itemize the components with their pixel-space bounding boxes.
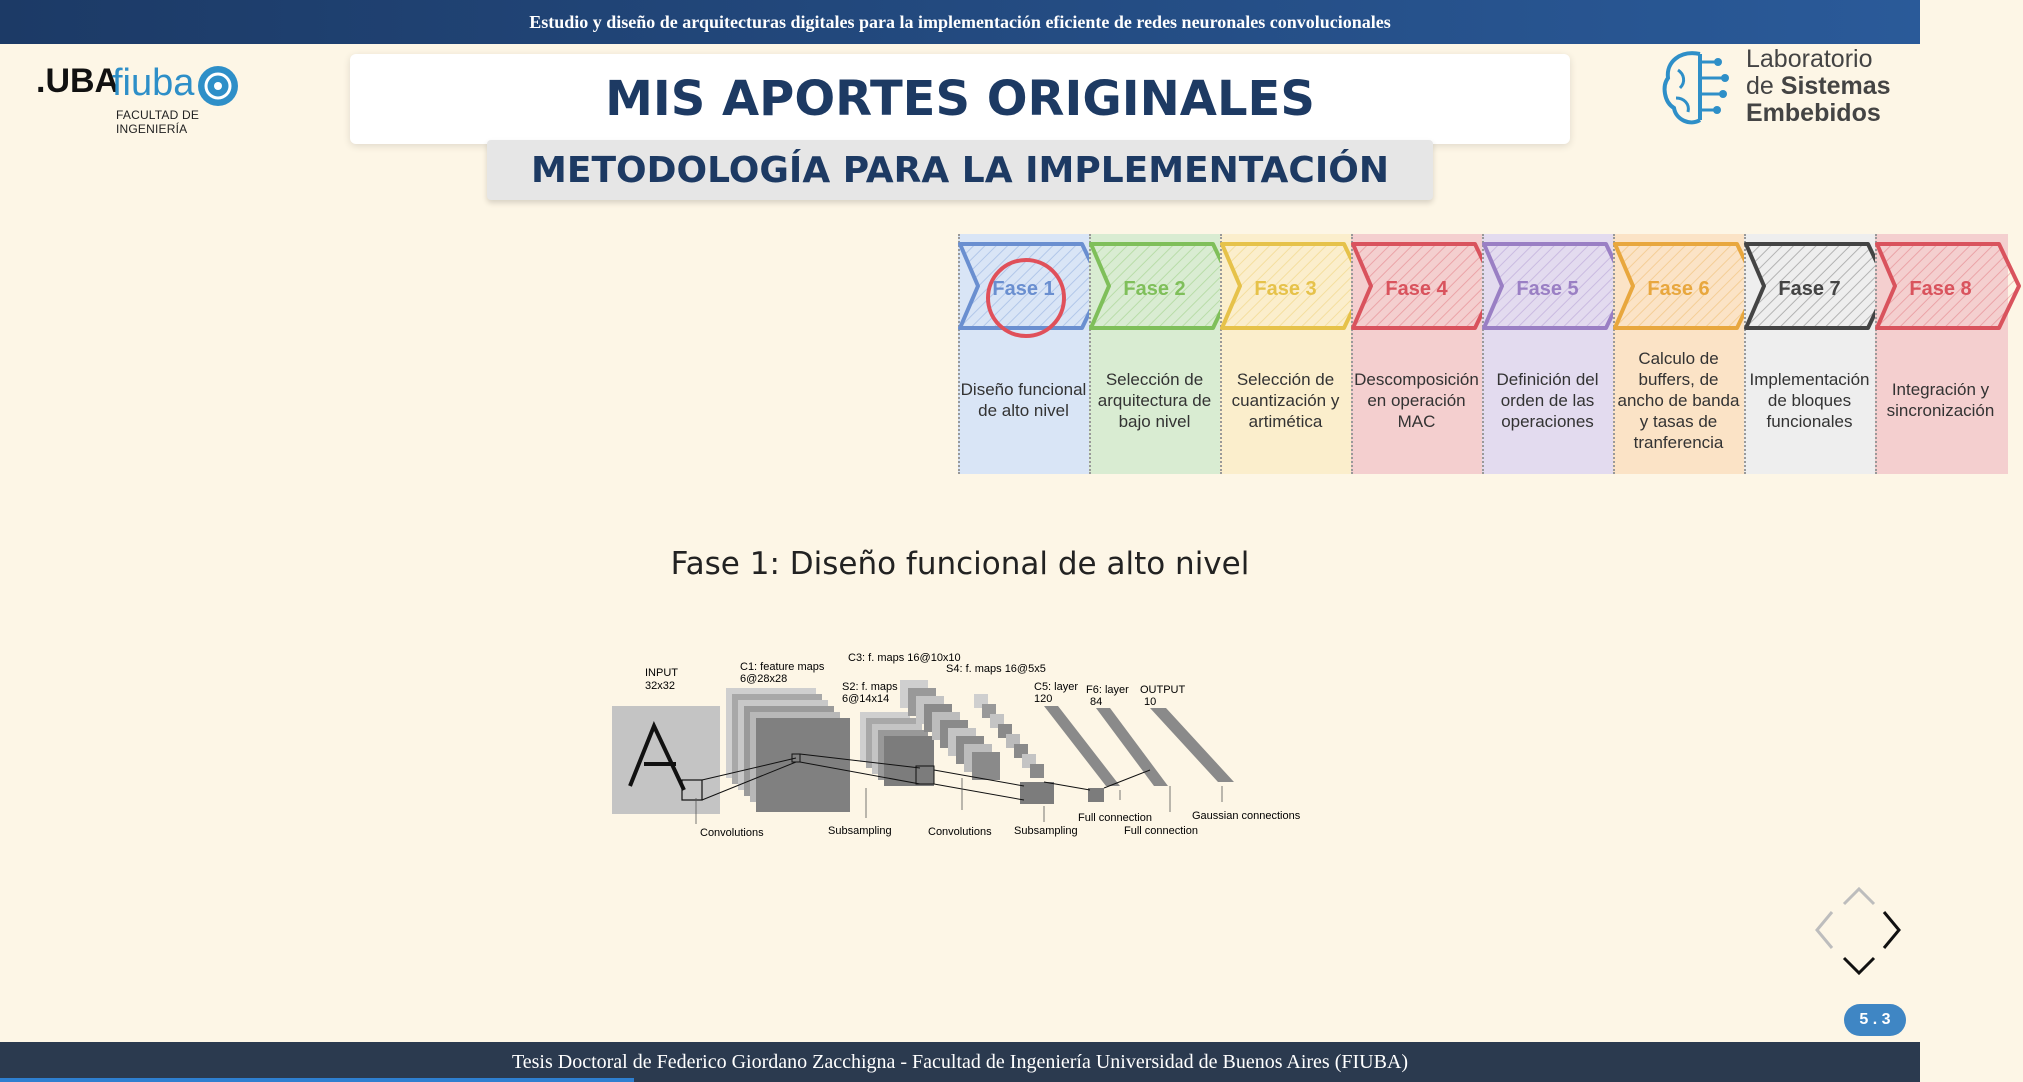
- c5-size-label: 120: [1034, 693, 1052, 705]
- slide-subtitle: METODOLOGÍA PARA LA IMPLEMENTACIÓN: [531, 149, 1389, 191]
- header-bar: Estudio y diseño de arquitecturas digita…: [0, 0, 1920, 44]
- s4-label: S4: f. maps 16@5x5: [946, 663, 1046, 675]
- phase-chevron-icon: [1482, 242, 1628, 330]
- phase-description: Implementación de bloques funcionales: [1749, 369, 1870, 431]
- phase-7: Fase 7 Implementación de bloques funciona…: [1744, 224, 1890, 474]
- lab-name: Laboratorio de Sistemas Embebidos: [1746, 46, 1891, 127]
- output-label: OUTPUT: [1140, 684, 1186, 696]
- lenet-diagram: INPUT 32x32 C1: feature maps 6@28x28 S2:…: [612, 652, 1301, 839]
- progress-bar: [0, 1078, 634, 1082]
- phase-label: Fase 4: [1385, 278, 1448, 300]
- phase-label: Fase 1: [992, 278, 1055, 300]
- letter-a-glyph: [628, 720, 686, 791]
- phase-description: Definición del orden de las operaciones: [1496, 369, 1599, 431]
- brain-circuit-icon: [1662, 51, 1729, 125]
- fiuba-logo: .UBA fiuba FACULTAD DE INGENIERÍA: [36, 62, 246, 136]
- fiuba-subtitle: FACULTAD DE INGENIERÍA: [116, 108, 200, 136]
- phase-2: Fase 2 Selección de arquitectura de bajo …: [1089, 224, 1235, 474]
- nav-up-button[interactable]: [1842, 886, 1876, 906]
- f6-size-label: 84: [1090, 696, 1102, 708]
- phase-3: Fase 3 Selección de cuantización y artimé…: [1220, 224, 1366, 474]
- phase-description: Integración y sincronización: [1886, 380, 1995, 420]
- s4-map: [1030, 764, 1044, 778]
- output-layer: [1150, 708, 1234, 782]
- phase-chevron-icon: [1089, 242, 1235, 330]
- footer-text: Tesis Doctoral de Federico Giordano Zacc…: [511, 1050, 1409, 1073]
- phase-5: Fase 5 Definición del orden de las operac…: [1482, 224, 1628, 474]
- highlight-circle: [986, 258, 1066, 338]
- phase-6: Fase 6 Calculo de buffers, de ancho de ba…: [1613, 224, 1759, 474]
- phase-chevron-icon: [1351, 242, 1497, 330]
- slide-navigation: [1812, 880, 1904, 980]
- phase-label: Fase 8: [1909, 278, 1972, 300]
- lab-line2-bold: Sistemas: [1780, 72, 1891, 100]
- phase-label: Fase 3: [1254, 278, 1317, 300]
- full-connection-label-1: Full connection: [1078, 812, 1152, 824]
- s2-patch: [915, 765, 935, 785]
- fiuba-emblem-icon: [198, 66, 238, 106]
- phase-label: Fase 5: [1516, 278, 1579, 300]
- c5-label: C5: layer: [1034, 681, 1078, 693]
- c1-map: [756, 718, 850, 812]
- phase-label: Fase 6: [1647, 278, 1710, 300]
- output-size-label: 10: [1144, 696, 1156, 708]
- phase-1: Fase 1 Diseño funcional de alto nivel: [958, 224, 1104, 474]
- slide-title-box: MIS APORTES ORIGINALES: [350, 54, 1570, 144]
- phase-description: Diseño funcional de alto nivel: [960, 380, 1087, 420]
- phase-caption: Fase 1: Diseño funcional de alto nivel: [670, 546, 1250, 582]
- lab-line2-prefix: de: [1746, 72, 1781, 100]
- lab-line2: de Sistemas: [1746, 73, 1891, 100]
- c3-label: C3: f. maps 16@10x10: [848, 652, 961, 664]
- s2-map: [884, 736, 934, 786]
- phase-chevron-icon: [1613, 242, 1759, 330]
- c1-size-label: 6@28x28: [740, 673, 787, 685]
- phase-description: Calculo de buffers, de ancho de banda y …: [1617, 348, 1740, 452]
- input-size-label: 32x32: [645, 680, 675, 692]
- phase-label: Fase 7: [1778, 278, 1841, 300]
- c3-map: [972, 752, 1000, 780]
- phase-8: Fase 8 Integración y sincronización: [1875, 224, 2021, 474]
- subsampling-label-2: Subsampling: [1014, 825, 1078, 837]
- nav-left-button[interactable]: [1814, 910, 1834, 950]
- s2-size-label: 6@14x14: [842, 693, 889, 705]
- lab-line3: Embebidos: [1746, 99, 1881, 127]
- lab-logo: Laboratorio de Sistemas Embebidos: [1660, 46, 1900, 136]
- full-connection-label-2: Full connection: [1124, 825, 1198, 837]
- f6-layer: [1096, 708, 1168, 786]
- label-ticks: [695, 778, 1223, 824]
- f6-label: F6: layer: [1086, 684, 1129, 696]
- input-patch: [681, 779, 703, 801]
- c5-unit: [1088, 788, 1104, 802]
- footer-bar: Tesis Doctoral de Federico Giordano Zacc…: [0, 1042, 1920, 1082]
- slide-subtitle-box: METODOLOGÍA PARA LA IMPLEMENTACIÓN: [487, 140, 1433, 200]
- thesis-title: Estudio y diseño de arquitecturas digita…: [529, 11, 1391, 32]
- convolutions-label-2: Convolutions: [928, 826, 992, 838]
- c5-layer: [1044, 706, 1120, 786]
- connection-lines: [701, 753, 1151, 801]
- gaussian-connections-label: Gaussian connections: [1192, 810, 1301, 822]
- s2-label: S2: f. maps: [842, 681, 898, 693]
- c1-label: C1: feature maps: [740, 661, 825, 673]
- nav-down-button[interactable]: [1842, 956, 1876, 976]
- lab-line1: Laboratorio: [1746, 45, 1873, 73]
- nav-right-button[interactable]: [1882, 910, 1902, 950]
- phase-chevron-icon: [1744, 242, 1890, 330]
- phase-4: Fase 4 Descomposición en operación MAC: [1351, 224, 1497, 474]
- input-image: [612, 706, 720, 814]
- slide-number-badge: 5 . 3: [1844, 1004, 1906, 1036]
- subsampling-label-1: Subsampling: [828, 825, 892, 837]
- slide-title: MIS APORTES ORIGINALES: [605, 71, 1315, 127]
- fiuba-logo-text: fiuba: [112, 62, 195, 104]
- phase-description: Selección de arquitectura de bajo nivel: [1097, 369, 1212, 431]
- phase-chevron-icon: [1220, 242, 1366, 330]
- phase-chevron-icon: [1875, 242, 2021, 330]
- s4-map: [1020, 782, 1054, 804]
- phase-description: Selección de cuantización y artimética: [1231, 369, 1340, 431]
- input-label: INPUT: [645, 667, 678, 679]
- phase-description: Descomposición en operación MAC: [1354, 369, 1479, 431]
- uba-logo-text: .UBA: [36, 62, 120, 100]
- convolutions-label-1: Convolutions: [700, 827, 764, 839]
- phase-label: Fase 2: [1123, 278, 1186, 300]
